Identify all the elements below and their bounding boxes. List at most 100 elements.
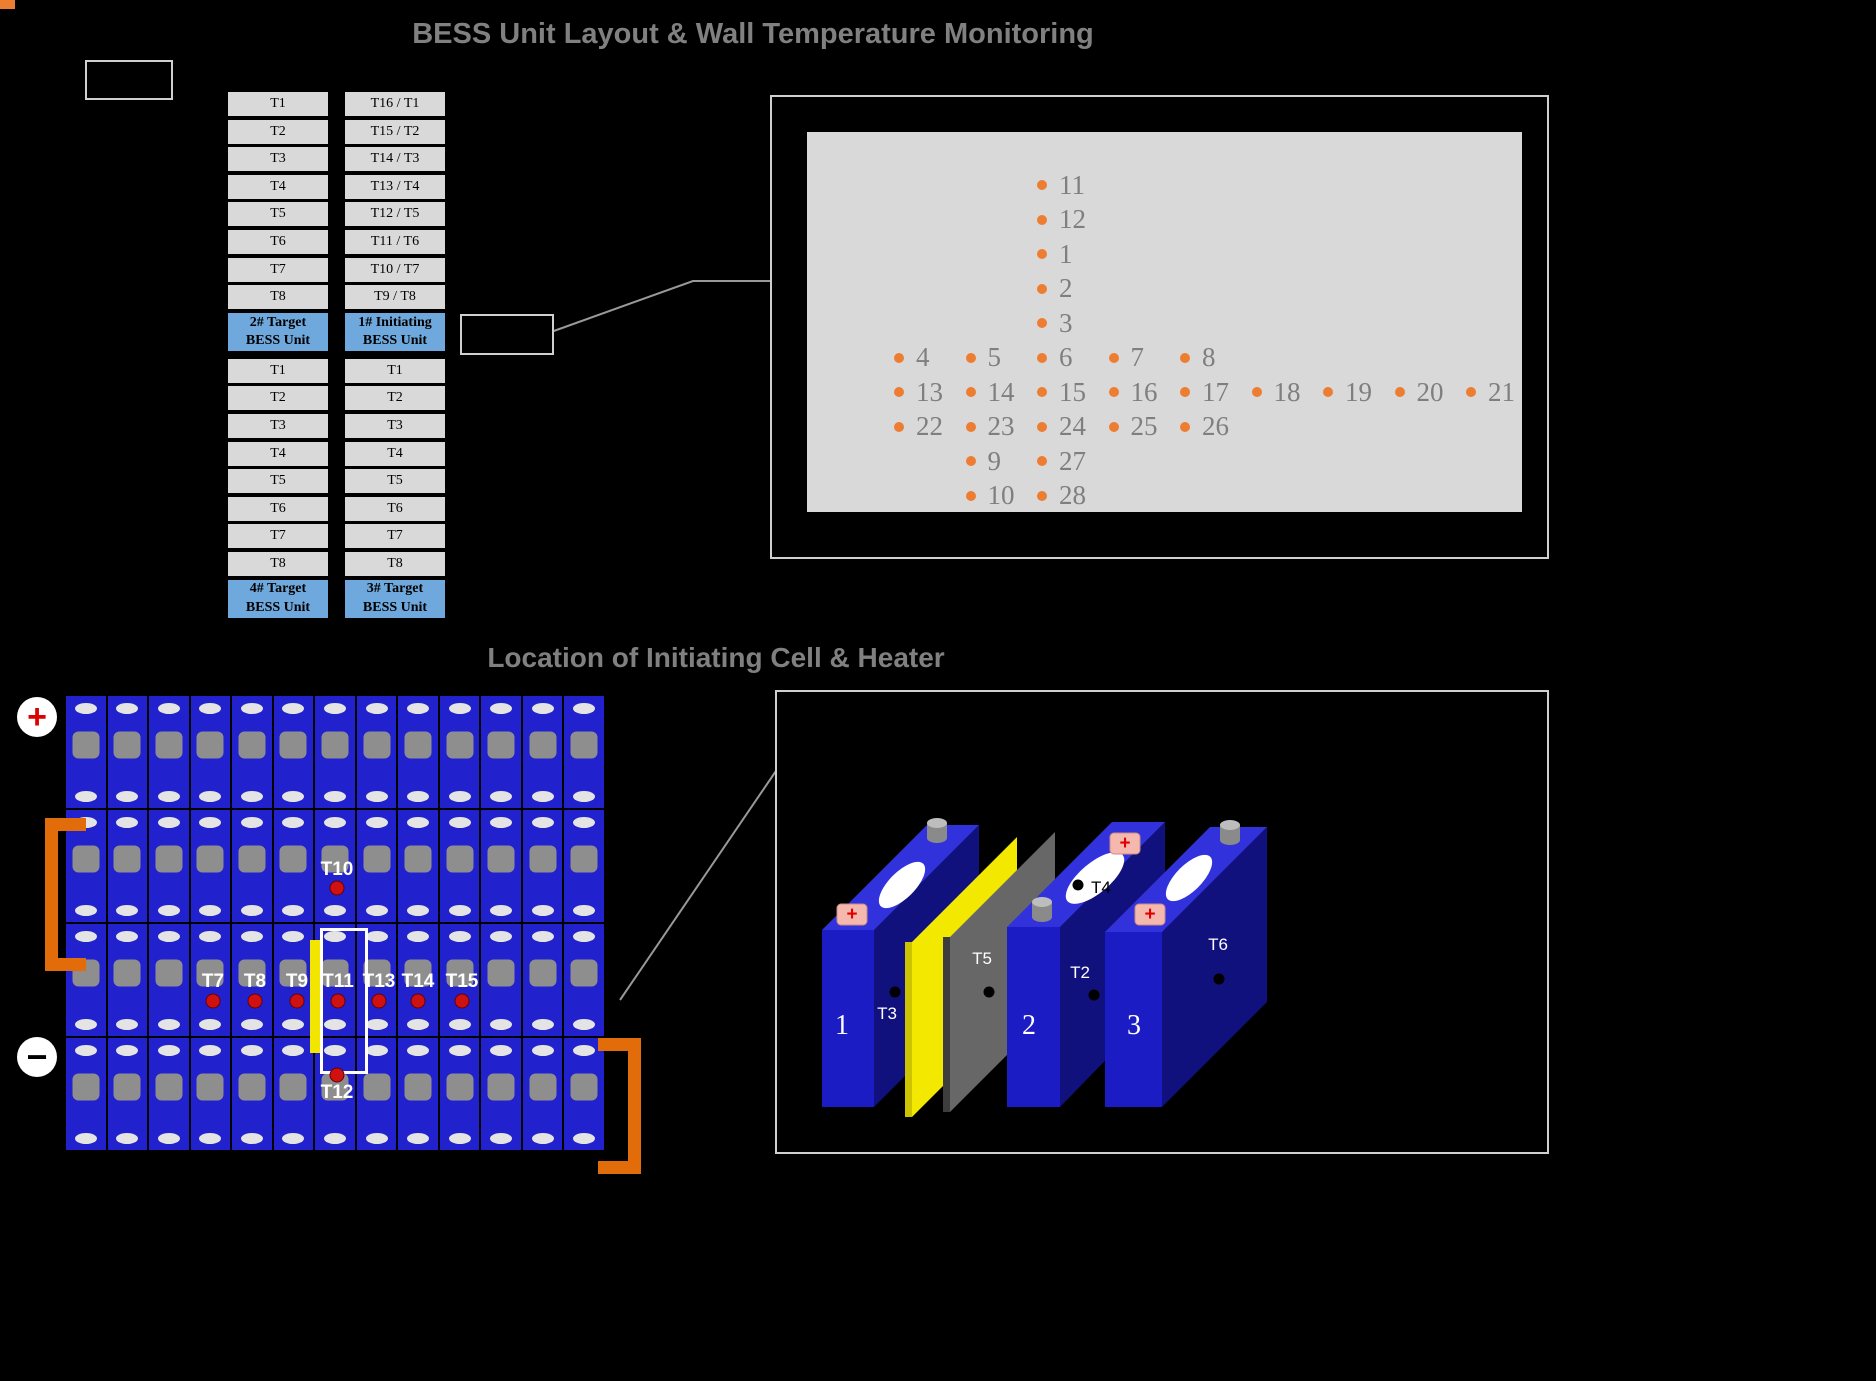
sensor-dot: [965, 387, 976, 397]
cell-vent: [487, 845, 515, 873]
battery-cell: [438, 923, 481, 1037]
sensor-row: T1: [345, 358, 445, 383]
sensor-row: T3: [228, 413, 328, 438]
cell-terminal: [490, 1019, 513, 1030]
cell-terminal: [531, 1019, 554, 1030]
cell-terminal: [531, 1133, 554, 1144]
battery-cell: [65, 923, 107, 1037]
section2-title: Location of Initiating Cell & Heater: [487, 642, 945, 673]
cell-vent: [446, 1073, 474, 1101]
battery-cell: [106, 695, 149, 809]
sensor-dot: [1394, 387, 1405, 397]
cell3-front-face: [1105, 932, 1162, 1107]
cell-terminal: [531, 931, 554, 942]
sensor-number: 17: [1202, 376, 1229, 407]
wall-sensor-6: 6: [1037, 342, 1073, 372]
sensor-dot: [965, 421, 976, 432]
cell2-number: 2: [1022, 1010, 1036, 1041]
cell-terminal: [282, 931, 305, 942]
sensor-dot: [1037, 214, 1047, 225]
cell-terminal: [157, 791, 180, 802]
sensor-number: 11: [1059, 169, 1085, 200]
sensor-number: 19: [1345, 376, 1372, 407]
sensor-row: T3: [345, 413, 445, 438]
sensor-dot: [1251, 387, 1262, 397]
cell-terminal: [407, 1133, 430, 1144]
cell-terminal: [490, 905, 513, 916]
heater-strip: [310, 940, 321, 1053]
cell-vent: [487, 731, 515, 759]
sensor-dot: [1180, 387, 1190, 397]
sensor-row: T6: [345, 496, 445, 521]
cell3-negative-post-icon: [1220, 820, 1240, 845]
sensor-row: T8: [228, 285, 328, 310]
cell-terminal: [240, 791, 263, 802]
cell-terminal: [448, 703, 471, 714]
spacer-edge: [943, 937, 950, 1112]
battery-cell: [231, 809, 273, 923]
sensor-row: T2: [228, 119, 328, 144]
battery-cell: [65, 1037, 107, 1151]
battery-cell: [397, 1037, 439, 1151]
cell-vent: [570, 731, 598, 759]
cell-terminal: [282, 1133, 305, 1144]
cell-terminal: [157, 931, 180, 942]
cell-terminal: [531, 703, 554, 714]
cell-terminal: [365, 1133, 388, 1144]
cell-terminal: [116, 931, 139, 942]
pack-sensor-label-T13: T13: [362, 971, 396, 992]
wall-sensor-7: 7: [1108, 342, 1144, 372]
cell-terminal: [74, 905, 97, 916]
sensor-number: 10: [987, 480, 1015, 510]
unit2-header: 2# Target BESS Unit: [228, 312, 328, 351]
sensor-number: 23: [987, 411, 1015, 441]
cell2-top-oval: [1065, 852, 1125, 904]
battery-cell: [563, 923, 605, 1037]
pack-sensor-dot-T7: [205, 993, 221, 1009]
wall-sensor-16: 16: [1108, 377, 1158, 407]
sensor-number: 26: [1202, 411, 1229, 441]
t6-label: T6: [1208, 935, 1228, 954]
cell-vent: [446, 845, 474, 873]
battery-cell: [563, 695, 605, 809]
cell-vent: [570, 845, 598, 873]
wall-sensor-22: 22: [894, 411, 943, 441]
unit4-header-line2: BESS Unit: [245, 599, 311, 615]
battery-cell: [65, 695, 107, 809]
cell-terminal: [116, 1133, 139, 1144]
battery-cell: [480, 695, 522, 809]
sensor-number: 24: [1059, 411, 1086, 441]
cell3-positive-terminal-icon: +: [1134, 903, 1166, 926]
wall-sensor-13: 13: [894, 377, 943, 407]
sensor-number: 4: [916, 342, 930, 372]
t4-label: T4: [1091, 878, 1111, 897]
battery-cell: [521, 1037, 564, 1151]
sensor-dot: [1108, 421, 1119, 432]
wall-sensor-8: 8: [1180, 342, 1216, 372]
cell3-number: 3: [1127, 1010, 1141, 1041]
cell-terminal: [323, 1045, 346, 1056]
pack-sensor-dot-T14: [410, 993, 426, 1009]
cell-vent: [113, 959, 141, 987]
cell-vent: [446, 959, 474, 987]
cell-vent: [72, 1073, 100, 1101]
wall-sensor-18: 18: [1251, 376, 1301, 407]
sensor-number: 1: [1059, 238, 1073, 269]
cell-terminal: [240, 1133, 263, 1144]
sensor-number: 18: [1273, 376, 1301, 407]
sensor-row: T4: [345, 441, 445, 466]
cell-terminal: [323, 791, 346, 802]
sensor-dot: [1466, 387, 1476, 397]
cell-terminal: [199, 1019, 222, 1030]
pack-sensor-label-T14: T14: [401, 971, 435, 992]
cell-terminal: [74, 703, 97, 714]
pack-grid: [65, 695, 605, 1151]
cell-vent: [363, 731, 391, 759]
sensor-number: 14: [987, 376, 1015, 407]
